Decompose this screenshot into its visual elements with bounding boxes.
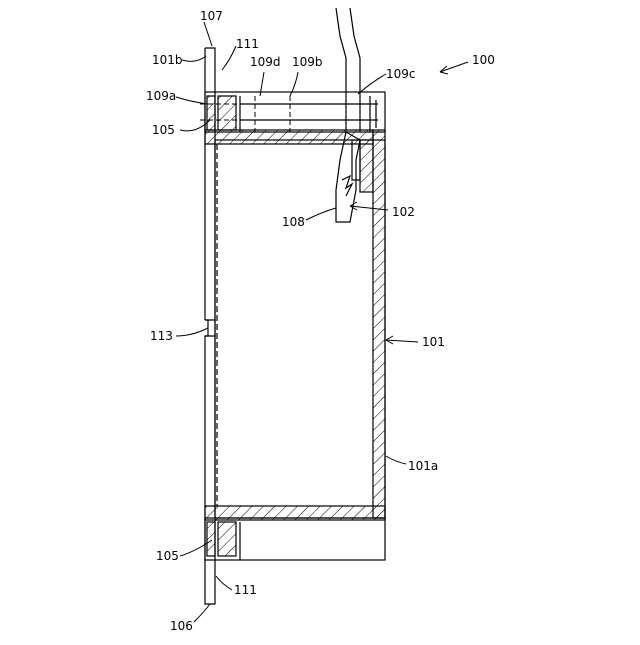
label-105-top: 105 [152, 123, 175, 137]
label-109d: 109d [250, 55, 281, 69]
label-101b: 101b [152, 53, 183, 67]
label-105-bottom: 105 [156, 549, 179, 563]
washer-bottom [207, 522, 215, 556]
label-107: 107 [200, 9, 223, 23]
label-108: 108 [282, 215, 305, 229]
label-111-bottom: 111 [234, 583, 257, 597]
label-109a: 109a [146, 89, 176, 103]
notch-113 [205, 320, 215, 336]
label-102: 102 [392, 205, 415, 219]
label-106: 106 [170, 619, 193, 633]
cable-109c [336, 8, 360, 92]
nut-105-bottom [218, 522, 236, 556]
housing-body [215, 140, 385, 518]
label-111-top: 111 [236, 37, 259, 51]
label-109b: 109b [292, 55, 323, 69]
right-wall-101a [373, 130, 385, 518]
label-101a: 101a [408, 459, 438, 473]
top-inner-box [360, 140, 373, 192]
label-113: 113 [150, 329, 173, 343]
label-100: 100 [472, 53, 495, 67]
nut-105-top [218, 96, 236, 130]
washer-top [207, 96, 215, 130]
label-101: 101 [422, 335, 445, 349]
label-109c: 109c [386, 67, 416, 81]
